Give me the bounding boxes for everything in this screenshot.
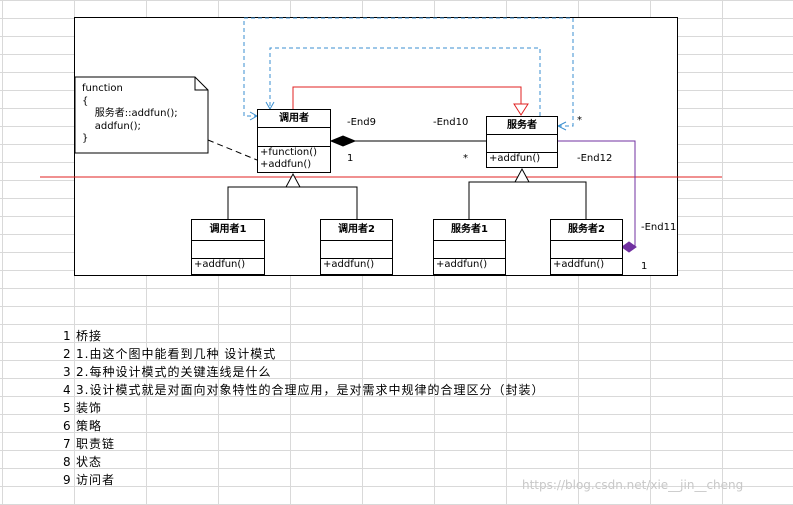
multiplicity-one-b: 1	[641, 261, 648, 272]
class-attributes	[192, 241, 264, 259]
red-generalization-line	[292, 86, 522, 109]
multiplicity-star-a: *	[463, 153, 468, 164]
class-operations: +addfun()	[553, 259, 605, 270]
class-name: 调用者2	[321, 220, 392, 241]
watermark: https://blog.csdn.net/xie__jin__cheng	[522, 478, 744, 492]
class-attributes	[487, 135, 557, 153]
class-invoker1[interactable]: 调用者1 +addfun()	[191, 219, 265, 275]
label-end9: -End9	[347, 117, 376, 128]
class-operations: +addfun()	[194, 259, 246, 270]
label-end11: -End11	[641, 222, 677, 233]
generalization-arrow-invoker	[285, 172, 301, 188]
class-name: 服务者2	[551, 220, 622, 241]
class-name: 调用者	[258, 110, 330, 128]
multiplicity-one-a: 1	[347, 153, 354, 164]
composition-diamond	[329, 135, 357, 147]
class-operations: +function() +addfun()	[260, 147, 318, 170]
multiplicity-star-b: *	[577, 115, 582, 126]
class-servant2[interactable]: 服务者2 +addfun()	[550, 219, 623, 275]
class-attributes	[321, 241, 392, 259]
aggregation-diamond	[621, 241, 637, 253]
class-attributes	[434, 241, 505, 259]
class-name: 服务者1	[434, 220, 505, 241]
class-operations: +addfun()	[489, 153, 541, 164]
class-name: 调用者1	[192, 220, 264, 241]
note-shape	[74, 76, 209, 154]
class-invoker[interactable]: 调用者 +function() +addfun()	[257, 109, 331, 173]
label-end12: -End12	[577, 153, 613, 164]
note-connector	[207, 139, 258, 161]
dependency-outer-loop	[243, 17, 574, 127]
class-invoker2[interactable]: 调用者2 +addfun()	[320, 219, 393, 275]
class-operations: +addfun()	[323, 259, 375, 270]
note-box: function { 服务者::addfun(); addfun(); }	[75, 77, 208, 153]
class-servant1[interactable]: 服务者1 +addfun()	[433, 219, 506, 275]
class-operations: +addfun()	[436, 259, 488, 270]
class-name: 服务者	[487, 117, 557, 135]
class-servant[interactable]: 服务者 +addfun()	[486, 116, 558, 168]
class-attributes	[258, 128, 330, 147]
generalization-arrow-servant	[514, 167, 530, 183]
class-attributes	[551, 241, 622, 259]
label-end10: -End10	[433, 117, 469, 128]
dependency-inner-loop	[269, 47, 541, 116]
note-text: function { 服务者::addfun(); addfun(); }	[82, 83, 178, 144]
